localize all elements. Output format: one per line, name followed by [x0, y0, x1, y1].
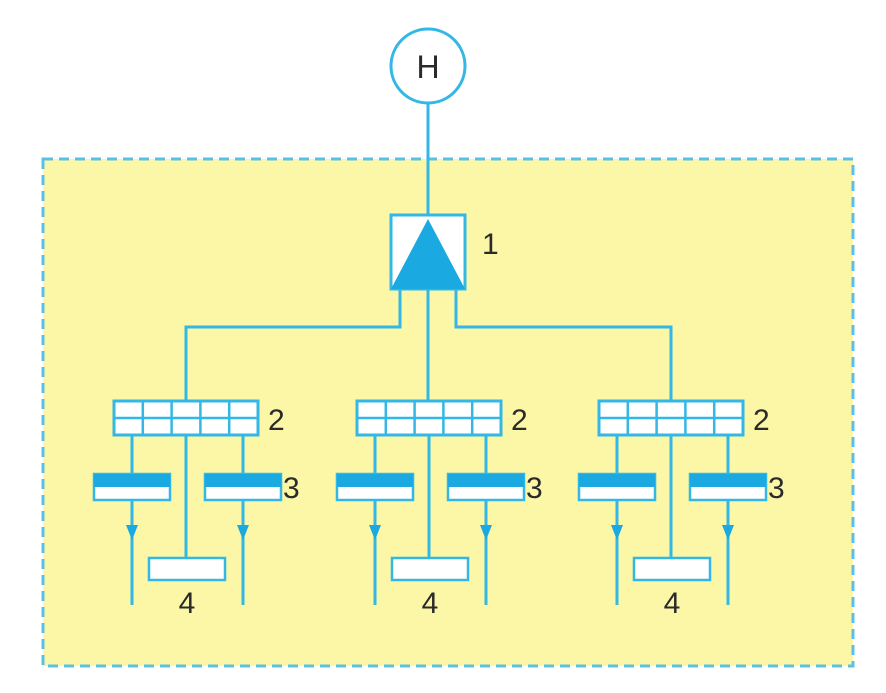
consumer-groups: 2 3 4 2 3 4 2 3 4	[92, 399, 785, 620]
left-valve-fill	[579, 474, 655, 487]
distribution-manifold	[597, 399, 745, 437]
consumer-label: 4	[664, 587, 681, 620]
valve-label: 3	[526, 472, 543, 505]
right-branch-line	[454, 289, 673, 401]
valve-label: 3	[768, 472, 785, 505]
manifold-label: 2	[268, 404, 285, 437]
manifold-label: 2	[753, 404, 770, 437]
valve-label: 3	[283, 472, 300, 505]
distribution-manifold	[112, 399, 260, 437]
consumer-block	[632, 556, 712, 582]
consumer-group: 2 3 4	[577, 399, 785, 620]
distribution-manifold	[355, 399, 503, 437]
consumer-block	[390, 556, 470, 582]
source-node: H	[389, 27, 467, 105]
flow-arrow-down-icon	[611, 525, 623, 540]
flow-arrow-down-icon	[369, 525, 381, 540]
pump-triangle-icon	[391, 219, 465, 289]
right-valve-fill	[205, 474, 281, 487]
consumer-group: 2 3 4	[335, 399, 543, 620]
consumer-block	[147, 556, 227, 582]
flow-arrow-down-icon	[126, 525, 138, 540]
source-label: H	[416, 49, 439, 85]
left-valve-fill	[337, 474, 413, 487]
right-valve-fill	[448, 474, 524, 487]
left-valve-fill	[94, 474, 170, 487]
flow-arrow-down-icon	[237, 525, 249, 540]
main-unit-label: 1	[482, 228, 499, 261]
flow-arrow-down-icon	[480, 525, 492, 540]
right-valve-fill	[690, 474, 766, 487]
consumer-label: 4	[422, 587, 439, 620]
distribution-lines	[184, 289, 673, 401]
manifold-label: 2	[511, 404, 528, 437]
consumer-group: 2 3 4	[92, 399, 300, 620]
main-unit: 1	[389, 213, 499, 291]
consumer-label: 4	[179, 587, 196, 620]
flow-arrow-down-icon	[722, 525, 734, 540]
left-branch-line	[184, 289, 402, 401]
